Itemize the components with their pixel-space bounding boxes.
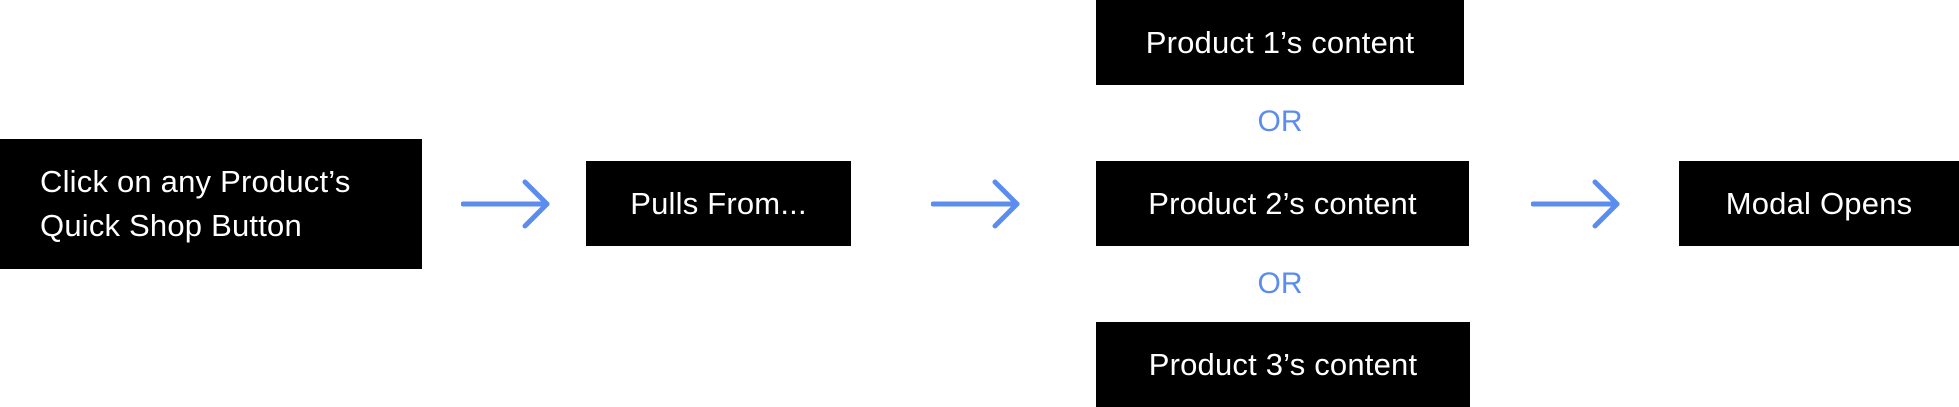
or-label: OR [1257, 105, 1303, 138]
start-step-line-2: Quick Shop Button [40, 208, 302, 243]
product-2-content-label: Product 2’s content [1148, 185, 1417, 221]
modal-opens-box: Modal Opens [1679, 161, 1959, 246]
start-step-box: Click on any Product’s Quick Shop Button [0, 139, 422, 269]
or-label: OR [1257, 267, 1303, 300]
start-step-text: Click on any Product’s Quick Shop Button [40, 160, 351, 248]
modal-opens-label: Modal Opens [1725, 185, 1913, 221]
arrow-right-icon [461, 179, 551, 229]
arrow-right-icon [1531, 179, 1621, 229]
arrow-right-icon [931, 179, 1021, 229]
product-1-content-label: Product 1’s content [1145, 24, 1415, 60]
product-1-content-box: Product 1’s content [1096, 0, 1464, 85]
pulls-from-label: Pulls From... [630, 185, 807, 221]
product-3-content-box: Product 3’s content [1096, 322, 1470, 407]
start-step-line-1: Click on any Product’s [40, 164, 351, 199]
product-2-content-box: Product 2’s content [1096, 161, 1469, 246]
product-3-content-label: Product 3’s content [1148, 346, 1418, 382]
pulls-from-box: Pulls From... [586, 161, 851, 246]
